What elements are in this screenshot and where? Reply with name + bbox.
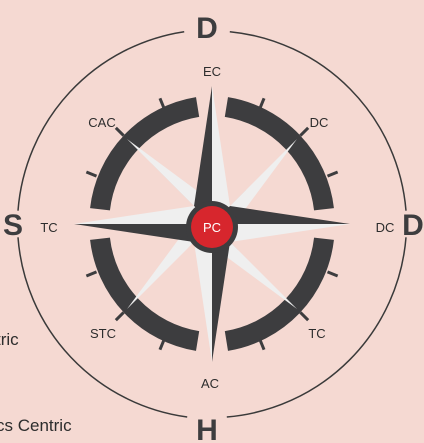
label-cac: CAC (88, 115, 115, 130)
label-ac: AC (201, 376, 219, 391)
ring-tick (160, 339, 164, 349)
ring-tick (300, 312, 308, 320)
cardinal-north: D (196, 12, 218, 45)
ring-tick (160, 98, 164, 108)
ring-tick (116, 312, 124, 320)
label-tc-left: TC (40, 220, 57, 235)
ring-tick (86, 272, 96, 276)
label-tc-bottom: TC (308, 326, 325, 341)
ring-tick (300, 128, 308, 136)
cardinal-west: S (3, 209, 23, 242)
side-text-bottom: cs Centric (0, 416, 72, 436)
label-ec: EC (203, 64, 221, 79)
label-dc-top: DC (310, 115, 329, 130)
ring-tick (116, 128, 124, 136)
label-stc: STC (90, 326, 116, 341)
side-text-mid: tric (0, 330, 19, 350)
center-label: PC (203, 220, 221, 235)
ring-tick (327, 172, 337, 176)
ring-tick (260, 339, 264, 349)
ring-tick (86, 172, 96, 176)
cardinal-east: D (402, 209, 424, 242)
ring-tick (327, 272, 337, 276)
label-dc-right: DC (376, 220, 395, 235)
ring-tick (260, 98, 264, 108)
cardinal-south: H (196, 414, 218, 443)
